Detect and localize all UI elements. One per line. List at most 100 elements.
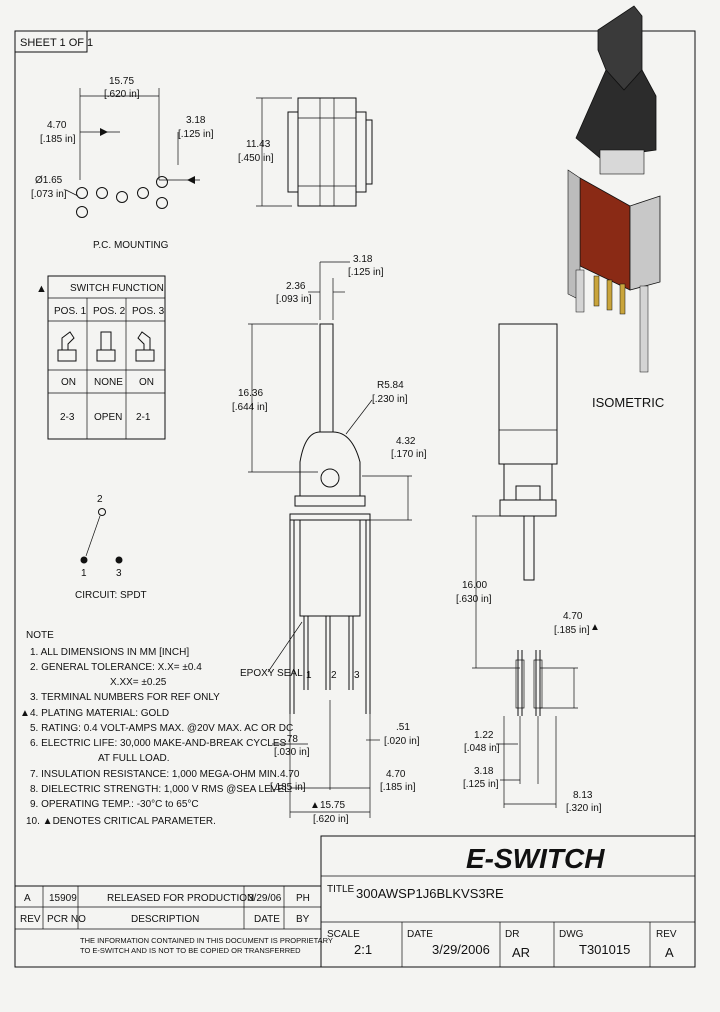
rev-header: REV (20, 914, 41, 925)
pc-mounting-view: 15.75 [.620 in] 4.70 [.185 in] 3.18 [.12… (31, 76, 214, 251)
pos3-contact: 2-1 (136, 412, 151, 423)
pos2-header: POS. 2 (93, 306, 126, 317)
scale-label: SCALE (327, 929, 360, 940)
front-dim-470a: 4.70 (280, 769, 300, 780)
note-8: 8. DIELECTRIC STRENGTH: 1,000 V RMS @SEA… (30, 784, 292, 795)
switch-function-table: ▲ SWITCH FUNCTION POS. 1 POS. 2 POS. 3 O… (36, 275, 166, 440)
rev-label: REV (656, 929, 677, 940)
side-dim-318-in: [.125 in] (463, 779, 499, 790)
pcr-value: 15909 (49, 893, 77, 904)
front-dim-1575: 15.75 (320, 800, 345, 811)
by-header: BY (296, 914, 310, 925)
pos2-icon (96, 331, 116, 362)
date-value: 3/29/2006 (432, 942, 490, 957)
pcb-title: P.C. MOUNTING (93, 240, 169, 251)
body-dim: 11.43 (246, 139, 271, 150)
body-dim-in: [.450 in] (238, 153, 274, 164)
side-dim-470-in: [.185 in] (554, 625, 590, 636)
pcb-dim-left: 4.70 (47, 120, 67, 131)
circuit-pin-2: 2 (97, 494, 103, 505)
front-dim-318: 3.18 (353, 254, 373, 265)
note-7: 7. INSULATION RESISTANCE: 1,000 MEGA-OHM… (30, 769, 280, 780)
svg-text:▲: ▲ (590, 622, 600, 633)
proprietary-line-1: THE INFORMATION CONTAINED IN THIS DOCUME… (80, 936, 333, 945)
front-view: 1 2 3 EPOXY SEAL 2.36 [.093 in] 3.18 [.1… (232, 254, 427, 825)
e-switch-logo: E-SWITCH (466, 843, 605, 874)
pos2-contact: OPEN (94, 412, 122, 423)
pos1-contact: 2-3 (60, 412, 75, 423)
front-radius: R5.84 (377, 380, 404, 391)
svg-text:▲: ▲ (20, 708, 30, 719)
rev-description: RELEASED FOR PRODUCTION (107, 893, 254, 904)
side-dim-813: 8.13 (573, 790, 593, 801)
svg-text:▲: ▲ (36, 283, 47, 295)
pcb-dim-top: 15.75 (109, 76, 134, 87)
side-dim-122-in: [.048 in] (464, 743, 500, 754)
front-dim-1636: 16.36 (238, 388, 263, 399)
pcb-hole-dim: Ø1.65 (35, 175, 63, 186)
front-dim-078-in: [.030 in] (274, 747, 310, 758)
pcr-header: PCR NO (47, 914, 86, 925)
front-dim-470b-in: [.185 in] (380, 782, 416, 793)
note-9: 9. OPERATING TEMP.: -30°C to 65°C (30, 799, 199, 810)
drawn-label: DR (505, 929, 519, 940)
pos3-state: ON (139, 377, 154, 388)
pos1-header: POS. 1 (54, 306, 87, 317)
note-2b: X.XX= ±0.25 (110, 677, 167, 688)
front-pin-2: 2 (331, 670, 337, 681)
title-block: E-SWITCH TITLE 300AWSP1J6BLKVS3RE SCALE … (320, 835, 696, 968)
note-4: 4. PLATING MATERIAL: GOLD (30, 708, 169, 719)
scale-value: 2:1 (354, 942, 372, 957)
drawn-value: AR (512, 945, 530, 960)
isometric-housing (579, 177, 631, 291)
body-top-view: 11.43 [.450 in] (238, 97, 373, 207)
dwg-label: DWG (559, 929, 584, 940)
dwg-value: T301015 (579, 942, 630, 957)
description-header: DESCRIPTION (131, 914, 199, 925)
rev-value: A (24, 893, 31, 904)
side-dim-122: 1.22 (474, 730, 494, 741)
front-pin-3: 3 (354, 670, 360, 681)
revision-block: A 15909 RELEASED FOR PRODUCTION 3/29/06 … (14, 885, 333, 968)
circuit-diagram: 2 1 3 CIRCUIT: SPDT (75, 494, 147, 601)
front-dim-051-in: [.020 in] (384, 736, 420, 747)
isometric-view: ISOMETRIC (567, 5, 664, 410)
pos3-header: POS. 3 (132, 306, 165, 317)
side-dim-1600: 16.00 (462, 580, 487, 591)
notes-title: NOTE (26, 630, 54, 641)
epoxy-seal-label: EPOXY SEAL (240, 668, 303, 679)
sheet-label: SHEET 1 OF 1 (20, 37, 93, 49)
front-dim-470a-in: [.185 in] (270, 782, 306, 793)
front-dim-236-in: [.093 in] (276, 294, 312, 305)
date-header: DATE (254, 914, 280, 925)
notes-block: NOTE 1. ALL DIMENSIONS IN MM [INCH] 2. G… (20, 630, 293, 827)
note-5: 5. RATING: 0.4 VOLT-AMPS MAX. @20V MAX. … (30, 723, 293, 734)
side-view: 16.00 [.630 in] 4.70 [.185 in] ▲ 1.22 [.… (456, 323, 602, 814)
pcb-dim-right: 3.18 (186, 115, 206, 126)
note-2: 2. GENERAL TOLERANCE: X.X= ±0.4 (30, 662, 202, 673)
front-dim-078: .78 (284, 734, 298, 745)
front-dim-432: 4.32 (396, 436, 416, 447)
side-dim-470: 4.70 (563, 611, 583, 622)
side-dim-318: 3.18 (474, 766, 494, 777)
pcb-dim-top-in: [.620 in] (104, 89, 140, 100)
note-6b: AT FULL LOAD. (98, 753, 170, 764)
pcb-dim-right-in: [.125 in] (178, 129, 214, 140)
side-dim-1600-in: [.630 in] (456, 594, 492, 605)
proprietary-line-2: TO E-SWITCH AND IS NOT TO BE COPIED OR T… (80, 946, 301, 955)
front-dim-1636-in: [.644 in] (232, 402, 268, 413)
rev-block-value: A (665, 945, 674, 960)
note-3: 3. TERMINAL NUMBERS FOR REF ONLY (30, 692, 220, 703)
switch-function-title: SWITCH FUNCTION (70, 283, 164, 294)
pcb-dim-left-in: [.185 in] (40, 134, 76, 145)
front-radius-in: [.230 in] (372, 394, 408, 405)
pos3-icon (135, 331, 155, 362)
circuit-pin-3: 3 (116, 568, 122, 579)
date-label: DATE (407, 929, 433, 940)
circuit-title: CIRCUIT: SPDT (75, 590, 147, 601)
note-6: 6. ELECTRIC LIFE: 30,000 MAKE-AND-BREAK … (30, 738, 287, 749)
pos1-icon (57, 331, 77, 362)
title-label: TITLE (327, 884, 355, 895)
pos2-state: NONE (94, 377, 123, 388)
front-dim-432-in: [.170 in] (391, 449, 427, 460)
